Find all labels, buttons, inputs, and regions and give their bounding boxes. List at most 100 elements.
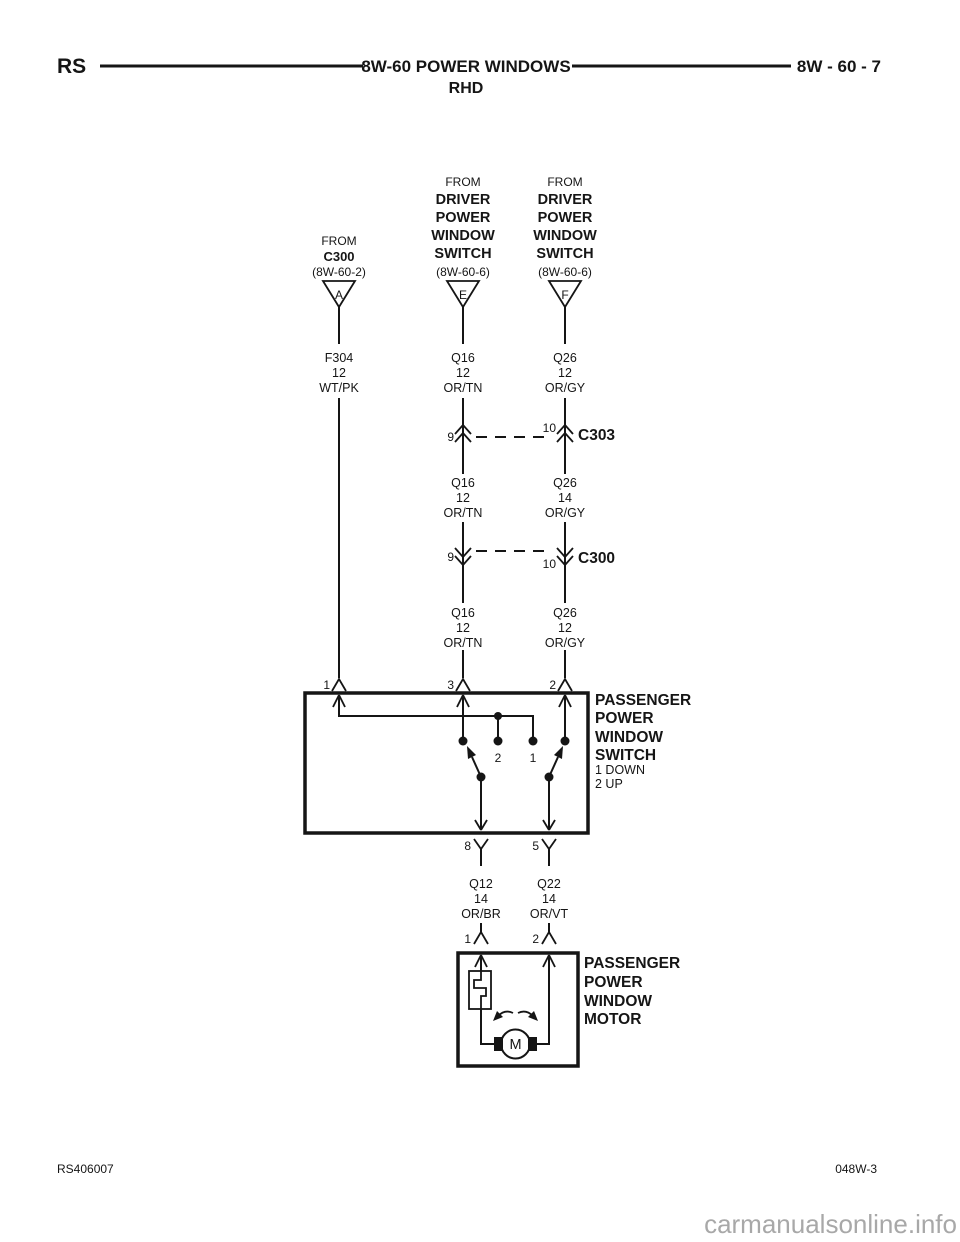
lever xyxy=(471,756,482,778)
wire-q26-bot-color: OR/GY xyxy=(545,636,586,650)
pin-fork-icon xyxy=(541,838,557,851)
pin-caret-icon xyxy=(557,677,573,692)
page-number: 8W - 60 - 7 xyxy=(797,57,881,76)
wire-q22-color: OR/VT xyxy=(530,907,569,921)
motor-top-pins: 1 2 xyxy=(464,930,557,946)
lever-arrowhead-icon xyxy=(467,746,476,759)
contact-dot xyxy=(560,736,570,746)
wire-q26-top-gauge: 12 xyxy=(558,366,572,380)
c303-pin-10: 10 xyxy=(543,421,557,435)
motor-symbol: M xyxy=(509,1037,521,1053)
wire-q26-mid-id: Q26 xyxy=(553,476,577,490)
motor-terminal xyxy=(528,1037,537,1051)
terminal-letter-a: A xyxy=(335,288,343,302)
c303-pin-9: 9 xyxy=(447,430,454,444)
c300-pin-9: 9 xyxy=(447,550,454,564)
page-header: RS 8W-60 POWER WINDOWS 8W - 60 - 7 RHD xyxy=(57,55,881,97)
source-driver-switch-f: FROM DRIVER POWER WINDOW SWITCH (8W-60-6… xyxy=(533,175,597,309)
pin-caret-icon xyxy=(455,677,471,692)
internal-wire xyxy=(338,695,534,737)
connector-chevron-icon xyxy=(556,547,574,559)
motor-name-1: PASSENGER xyxy=(584,955,680,972)
wire-q16-mid-color: OR/TN xyxy=(444,506,483,520)
motor-name-2: POWER xyxy=(584,974,643,991)
connector-chevron-icon xyxy=(454,423,472,435)
terminal-triangle-f xyxy=(547,280,583,309)
switch-pin-5: 5 xyxy=(532,839,539,853)
switch-top-pins: 1 3 2 xyxy=(323,677,573,692)
page-subtitle: RHD xyxy=(449,80,484,97)
wire-q16-top-gauge: 12 xyxy=(456,366,470,380)
wire-q12-color: OR/BR xyxy=(461,907,501,921)
switch-note-2: 2 UP xyxy=(595,777,623,791)
internal-wire xyxy=(480,1009,495,1045)
wire-q12-id: Q12 xyxy=(469,877,493,891)
c300-pin-10: 10 xyxy=(543,557,557,571)
switch-name-2: POWER xyxy=(595,710,654,727)
connector-chevron-icon xyxy=(454,547,472,559)
wire-f304-gauge: 12 xyxy=(332,366,346,380)
connector-chevron-icon xyxy=(454,555,472,567)
wire-q26-mid-gauge: 14 xyxy=(558,491,572,505)
wire-q22: Q22 14 OR/VT xyxy=(530,877,569,932)
terminal-letter-e: E xyxy=(459,288,467,302)
switch-name-3: WINDOW xyxy=(595,729,663,746)
wire-q26-top-id: Q26 xyxy=(553,351,577,365)
wire-q12: Q12 14 OR/BR xyxy=(461,877,501,932)
pin-caret-icon xyxy=(473,930,489,945)
wire-q22-gauge: 14 xyxy=(542,892,556,906)
source-e-name4: SWITCH xyxy=(434,246,491,262)
rotation-arrowhead-icon xyxy=(493,1011,503,1021)
passenger-power-window-switch: 2 1 PASSENGER POWER WINDOW SWITCH 1 DOWN… xyxy=(303,691,691,835)
source-f-name2: POWER xyxy=(538,210,593,226)
internal-wire xyxy=(536,955,550,1045)
source-e-name1: DRIVER xyxy=(436,192,491,208)
wire-q16-top-id: Q16 xyxy=(451,351,475,365)
motor-name-4: MOTOR xyxy=(584,1011,641,1028)
motor-circle-icon xyxy=(500,1028,531,1060)
switch-bottom-pins: 8 5 xyxy=(464,838,557,866)
c303-label: C303 xyxy=(578,427,615,444)
switch-name-4: SWITCH xyxy=(595,747,656,764)
contact-label-2: 2 xyxy=(495,751,502,765)
source-e-from: FROM xyxy=(445,175,480,189)
source-f-name1: DRIVER xyxy=(538,192,593,208)
wire-f304-id: F304 xyxy=(325,351,354,365)
pin-fork-icon xyxy=(473,838,489,851)
arrow-down-icon xyxy=(474,819,482,831)
source-a-ref: (8W-60-2) xyxy=(312,265,366,279)
source-a-from: FROM xyxy=(321,234,356,248)
wire-q26-bot-gauge: 12 xyxy=(558,621,572,635)
switch-pin-2: 2 xyxy=(549,678,556,692)
wire-q16-bot-id: Q16 xyxy=(451,606,475,620)
wire-q16: Q16 12 OR/TN Q16 12 OR/TN Q16 12 OR/TN xyxy=(444,307,483,678)
pin-caret-icon xyxy=(541,930,557,945)
connector-chevron-icon xyxy=(556,555,574,567)
rotation-arrowhead-icon xyxy=(528,1011,538,1021)
wire-q26-bot-id: Q26 xyxy=(553,606,577,620)
wire-q16-top-color: OR/TN xyxy=(444,381,483,395)
arrow-down-icon xyxy=(542,819,550,831)
junction-dot xyxy=(494,712,502,720)
page-title: 8W-60 POWER WINDOWS xyxy=(361,57,570,76)
switch-pin-3: 3 xyxy=(447,678,454,692)
source-e-name2: POWER xyxy=(436,210,491,226)
lever-arrowhead-icon xyxy=(554,746,563,759)
connector-chevron-icon xyxy=(556,431,574,443)
c300-label: C300 xyxy=(578,550,615,567)
source-f-name4: SWITCH xyxy=(536,246,593,262)
motor-outline xyxy=(456,951,580,1068)
wire-q26-mid-color: OR/GY xyxy=(545,506,586,520)
motor-terminal xyxy=(494,1037,503,1051)
switch-name-1: PASSENGER xyxy=(595,692,691,709)
source-e-ref: (8W-60-6) xyxy=(436,265,490,279)
motor-pin-2: 2 xyxy=(532,932,539,946)
source-f-name3: WINDOW xyxy=(533,228,597,244)
lever xyxy=(548,756,559,778)
source-c300: FROM C300 (8W-60-2) A xyxy=(312,234,366,309)
page-footer: RS406007 048W-3 carmanualsonline.info xyxy=(57,1162,957,1239)
terminal-triangle-a xyxy=(321,280,357,309)
wire-q22-id: Q22 xyxy=(537,877,561,891)
